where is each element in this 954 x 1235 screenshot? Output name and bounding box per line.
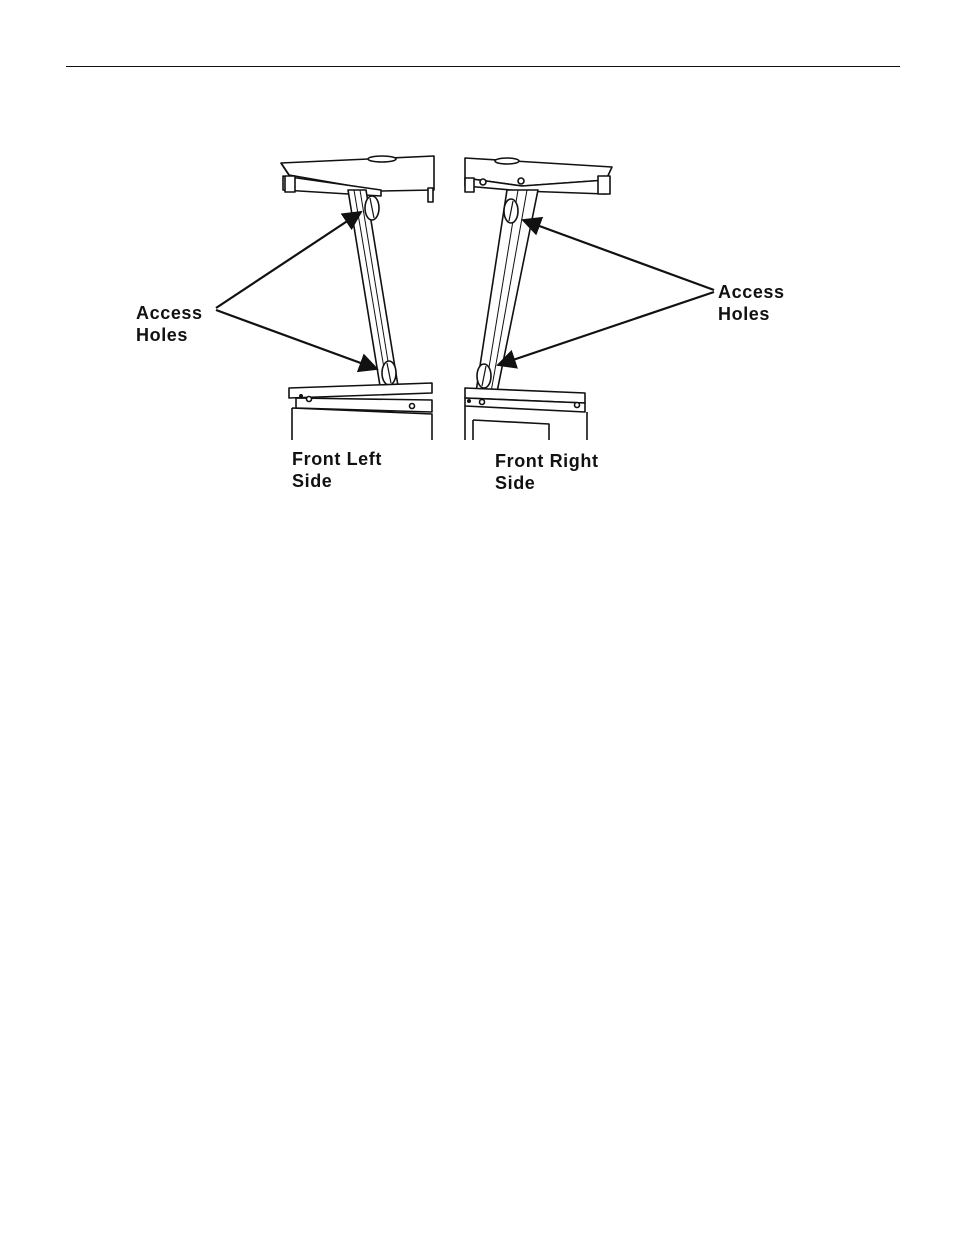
front-left-caption-line2: Side: [292, 470, 382, 492]
right-access-label-line2: Holes: [718, 303, 785, 321]
left-access-label-line1: Access: [136, 302, 203, 324]
right-callout-arrows: [498, 220, 714, 365]
left-access-holes-label: Access Holes: [136, 302, 203, 346]
left-access-label-line2: Holes: [136, 324, 203, 346]
front-right-side-caption: Front Right Side: [495, 450, 599, 494]
front-right-view: [465, 158, 612, 440]
right-top-hole: [495, 158, 519, 164]
front-right-caption-line2: Side: [495, 472, 599, 494]
left-cabinet: [292, 408, 432, 440]
right-access-label-line1: Access: [718, 281, 785, 303]
front-left-side-caption: Front Left Side: [292, 448, 382, 492]
cart-leg-illustration: [0, 0, 954, 520]
front-right-caption-line1: Front Right: [495, 450, 599, 472]
left-top-hole: [368, 156, 396, 162]
front-left-caption-line1: Front Left: [292, 448, 382, 470]
front-left-view: [281, 156, 434, 440]
right-access-holes-label: Access Holes: [718, 281, 785, 321]
left-callout-arrows: [216, 212, 377, 369]
left-base-top: [289, 383, 432, 398]
